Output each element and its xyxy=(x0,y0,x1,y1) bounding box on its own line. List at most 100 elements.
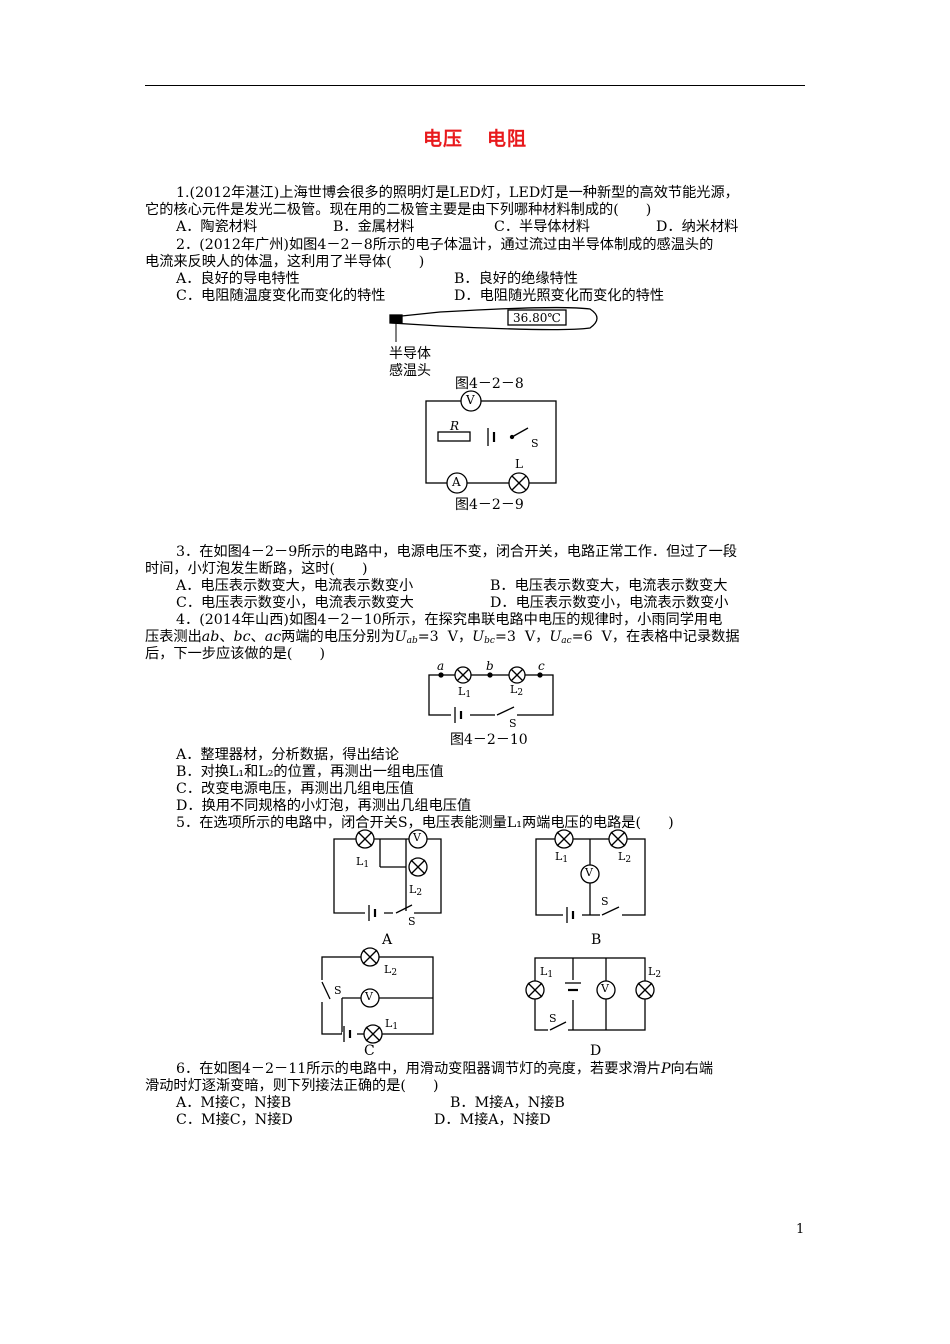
page-title: 电压电阻 xyxy=(0,124,950,151)
q4-ubc-sub: bc xyxy=(484,636,495,646)
q4-option-c: C．改变电源电压，再测出几组电压值 xyxy=(176,781,414,797)
optB-l2: L2 xyxy=(618,850,631,865)
fig10-point-a: a xyxy=(437,659,445,673)
optD-l2: L2 xyxy=(648,965,661,980)
header-rule xyxy=(145,85,805,86)
fig9-switch-label: S xyxy=(531,437,539,450)
q4-uac: U xyxy=(549,629,562,645)
circuit-fig10 xyxy=(428,666,554,723)
optA-l1-sub: 1 xyxy=(363,860,370,870)
q6-line1-end: 向右端 xyxy=(670,1061,714,1077)
q4-line2: 压表测出ab、bc、ac两端的电压分别为Uab=3 V，Ubc=3 V，Uac=… xyxy=(145,629,740,646)
optA-l2-letter: L xyxy=(409,883,417,896)
q1-option-b: B．金属材料 xyxy=(333,219,415,235)
q4-option-b: B．对换L₁和L₂的位置，再测出一组电压值 xyxy=(176,764,444,780)
optD-l1-sub: 1 xyxy=(547,970,554,980)
optC-voltmeter: V xyxy=(365,990,373,1003)
q1-option-a: A．陶瓷材料 xyxy=(176,219,258,235)
q1-option-c: C．半导体材料 xyxy=(494,219,590,235)
q4-option-a: A．整理器材，分析数据，得出结论 xyxy=(176,747,400,763)
q3-option-b: B．电压表示数变大，电流表示数变大 xyxy=(490,578,728,594)
fig9-caption: 图4－2－9 xyxy=(455,497,524,513)
q4-line3: 后，下一步应该做的是( ) xyxy=(145,646,326,662)
q2-option-b: B．良好的绝缘特性 xyxy=(454,271,578,287)
fig10-l1-sub: 1 xyxy=(465,690,472,700)
optC-l1-sub: 1 xyxy=(392,1022,399,1032)
optB-voltmeter: V xyxy=(585,866,593,879)
q6-option-a: A．M接C，N接B xyxy=(176,1095,292,1111)
optC-l2: L2 xyxy=(384,963,397,978)
q2-line1: 2．(2012年广州)如图4－2－8所示的电子体温计，通过流过由半导体制成的感温… xyxy=(176,237,714,253)
optB-l2-sub: 2 xyxy=(625,855,632,865)
q1-option-d: D．纳米材料 xyxy=(656,219,739,235)
q4-uac-sub: ac xyxy=(561,636,572,646)
optB-switch: S xyxy=(601,895,609,908)
optC-l2-sub: 2 xyxy=(391,968,398,978)
optC-l1-letter: L xyxy=(385,1017,393,1030)
option-d-caption: D xyxy=(590,1043,602,1059)
optD-l1: L1 xyxy=(540,965,553,980)
fig10-l2-label: L2 xyxy=(510,683,523,698)
q3-option-d: D．电压表示数变小，电流表示数变小 xyxy=(490,595,729,611)
circuit-option-b xyxy=(535,829,646,923)
q6-line2: 滑动时灯逐渐变暗，则下列接法正确的是( ) xyxy=(145,1078,439,1094)
q3-option-c: C．电压表示数变小，电流表示数变大 xyxy=(176,595,414,611)
title-resistance: 电阻 xyxy=(487,128,528,150)
q6-option-c: C．M接C，N接D xyxy=(176,1112,293,1128)
sensor-label-line1: 半导体 xyxy=(389,346,431,362)
q2-line2: 电流来反映人的体温，这利用了半导体( ) xyxy=(145,254,425,270)
fig10-l2-sub: 2 xyxy=(517,688,524,698)
circuit-option-a xyxy=(333,829,442,921)
q3-line1: 3．在如图4－2－9所示的电路中，电源电压不变，闭合开关，电路正常工作．但过了一… xyxy=(176,544,738,560)
q4-uab-sub: ab xyxy=(406,636,418,646)
fig10-l1-label: L1 xyxy=(458,685,471,700)
q4-line1: 4．(2014年山西)如图4－2－10所示，在探究串联电路中电压的规律时，小雨同… xyxy=(176,612,723,628)
fig9-resistor-label: R xyxy=(450,419,460,433)
q6-option-b: B．M接A，N接B xyxy=(450,1095,565,1111)
q6-line1: 6．在如图4－2－11所示的电路中，用滑动变阻器调节灯的亮度，若要求滑片P向右端 xyxy=(176,1061,713,1078)
fig10-caption: 图4－2－10 xyxy=(450,732,528,748)
optC-switch: S xyxy=(334,984,342,997)
optC-l2-letter: L xyxy=(384,963,392,976)
sensor-label-line2: 感温头 xyxy=(389,363,431,379)
fig10-switch-label: S xyxy=(509,717,517,730)
option-a-caption: A xyxy=(382,932,393,948)
q4-bc: bc xyxy=(233,629,251,645)
option-b-caption: B xyxy=(591,932,602,948)
optD-voltmeter: V xyxy=(601,982,609,995)
q2-option-d: D．电阻随光照变化而变化的特性 xyxy=(454,288,665,304)
optA-voltmeter: V xyxy=(413,831,421,844)
fig10-point-b: b xyxy=(486,659,494,673)
fig9-lamp-label: L xyxy=(515,457,523,471)
q2-option-a: A．良好的导电特性 xyxy=(176,271,300,287)
q4-l2-mid: 两端的电压分别为 xyxy=(281,629,395,645)
fig10-l2-letter: L xyxy=(510,683,518,696)
q3-line2: 时间，小灯泡发生断路，这时( ) xyxy=(145,561,368,577)
q1-line1: 1.(2012年湛江)上海世博会很多的照明灯是LED灯，LED灯是一种新型的高效… xyxy=(176,185,739,201)
q6-option-d: D．M接A，N接D xyxy=(434,1112,551,1128)
thermometer-display: 36.80℃ xyxy=(513,311,561,325)
q6-slider-p: P xyxy=(660,1061,671,1077)
fig9-voltmeter-label: V xyxy=(466,393,475,407)
optD-l1-letter: L xyxy=(540,965,548,978)
fig10-l1-letter: L xyxy=(458,685,466,698)
q4-u2: =3 V， xyxy=(494,629,550,645)
q4-ab: ab xyxy=(201,629,220,645)
q6-line1-text: 6．在如图4－2－11所示的电路中，用滑动变阻器调节灯的亮度，若要求滑片 xyxy=(176,1061,661,1077)
q4-l2-pre: 压表测出 xyxy=(145,629,202,645)
optB-l1: L1 xyxy=(555,850,568,865)
optD-l2-letter: L xyxy=(648,965,656,978)
optA-l2: L2 xyxy=(409,883,422,898)
optA-switch: S xyxy=(408,915,416,928)
optA-l2-sub: 2 xyxy=(416,888,423,898)
circuit-fig9 xyxy=(425,390,557,494)
optC-l1: L1 xyxy=(385,1017,398,1032)
q4-ubc: U xyxy=(472,629,485,645)
q4-option-d: D．换用不同规格的小灯泡，再测出几组电压值 xyxy=(176,798,472,814)
optB-l1-letter: L xyxy=(555,850,563,863)
fig10-point-c: c xyxy=(538,659,545,673)
q4-uab: U xyxy=(394,629,407,645)
q2-option-c: C．电阻随温度变化而变化的特性 xyxy=(176,288,386,304)
